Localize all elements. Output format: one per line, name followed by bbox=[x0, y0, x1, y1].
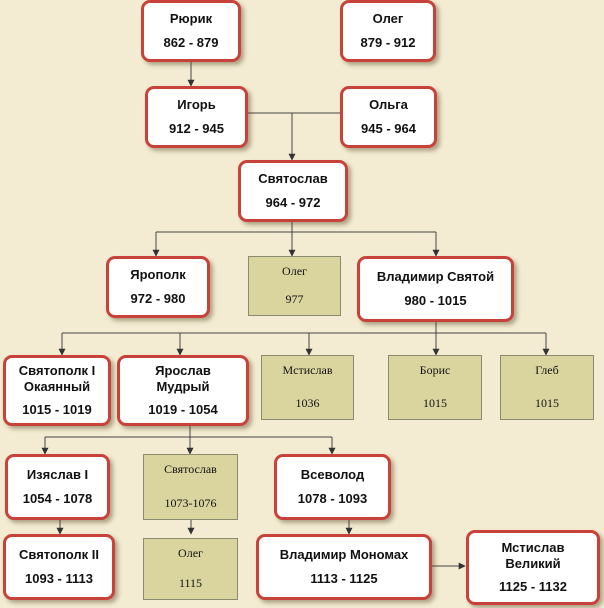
node-name: Святослав bbox=[164, 462, 217, 477]
node-dates: 862 - 879 bbox=[163, 34, 219, 50]
node-name: Игорь bbox=[177, 97, 215, 113]
node-olga: Ольга 945 - 964 bbox=[340, 86, 437, 148]
node-dates: 972 - 980 bbox=[130, 290, 186, 306]
node-name-line: Олег bbox=[282, 264, 307, 278]
node-dates: 945 - 964 bbox=[361, 120, 416, 136]
node-name-line: Святополк I bbox=[18, 362, 96, 378]
node-dates: 1073-1076 bbox=[164, 496, 217, 510]
node-name-line: Владимир Святой bbox=[376, 269, 495, 285]
node-name: Олег bbox=[373, 11, 404, 27]
node-name-line: Мстислав bbox=[501, 539, 565, 555]
node-name-line: Олег bbox=[372, 11, 404, 27]
node-vladimir-monomakh: Владимир Мономах 1113 - 1125 bbox=[256, 534, 432, 600]
node-name: Олег bbox=[178, 546, 203, 561]
connector-parents-svyatoslav bbox=[248, 112, 340, 160]
node-dates: 1125 - 1132 bbox=[499, 579, 567, 595]
node-name: Всеволод bbox=[301, 467, 364, 483]
node-dates: 1015 bbox=[423, 396, 447, 410]
node-svyatoslav-1073: Святослав 1073-1076 bbox=[143, 454, 238, 520]
node-name-line: Святополк II bbox=[19, 547, 99, 563]
node-name-line: Мстислав bbox=[282, 363, 333, 377]
node-dates: 1115 bbox=[178, 576, 203, 590]
node-name: Ольга bbox=[369, 97, 408, 113]
node-dates: 1015 - 1019 bbox=[22, 402, 92, 418]
node-oleg-977: Олег 977 bbox=[248, 256, 341, 316]
node-name-line: Ярослав bbox=[155, 362, 211, 378]
node-mstislav-1036: Мстислав 1036 bbox=[261, 355, 354, 420]
node-izyaslav: Изяслав I 1054 - 1078 bbox=[5, 454, 110, 520]
node-name: Мстислав bbox=[283, 363, 333, 378]
node-name-line: Святослав bbox=[258, 171, 328, 187]
node-dates: 879 - 912 bbox=[360, 34, 416, 50]
node-name-line: Мудрый bbox=[156, 378, 210, 394]
node-name-line: Изяслав I bbox=[26, 467, 89, 483]
node-vladimir-svyatoy: Владимир Святой 980 - 1015 bbox=[357, 256, 514, 322]
node-name-line: Ольга bbox=[369, 97, 408, 113]
node-name: Рюрик bbox=[170, 11, 212, 27]
node-name: Борис bbox=[420, 363, 451, 378]
node-gleb: Глеб 1015 bbox=[500, 355, 594, 420]
node-name: Святослав bbox=[258, 171, 327, 187]
node-name-line: Ярополк bbox=[130, 267, 186, 283]
node-dates: 1093 - 1113 bbox=[25, 570, 93, 586]
node-vsevolod: Всеволод 1078 - 1093 bbox=[274, 454, 391, 520]
node-dates: 1113 - 1125 bbox=[310, 570, 378, 586]
node-name: Владимир Святой bbox=[377, 269, 494, 285]
node-name: Олег bbox=[282, 264, 307, 279]
node-name: Святополк II bbox=[19, 547, 99, 563]
node-svyatoslav: Святослав 964 - 972 bbox=[238, 160, 348, 222]
node-svyatopolk-2: Святополк II 1093 - 1113 bbox=[3, 534, 115, 600]
node-name: Ярополк bbox=[130, 267, 185, 283]
node-name: Глеб bbox=[535, 363, 558, 378]
node-name-line: Великий bbox=[505, 555, 561, 571]
node-name-line: Игорь bbox=[177, 97, 216, 113]
node-dates: 1078 - 1093 bbox=[297, 490, 368, 506]
node-igor: Игорь 912 - 945 bbox=[145, 86, 248, 148]
node-dates: 980 - 1015 bbox=[404, 292, 467, 308]
node-boris: Борис 1015 bbox=[388, 355, 482, 420]
node-dates: 1054 - 1078 bbox=[22, 490, 93, 506]
node-name-line: Всеволод bbox=[300, 467, 365, 483]
node-dates: 1036 bbox=[295, 396, 320, 410]
node-name-line: Рюрик bbox=[169, 11, 213, 27]
node-name: Изяслав I bbox=[27, 467, 88, 483]
node-oleg-prophetic: Олег 879 - 912 bbox=[340, 0, 436, 62]
node-name-line: Олег bbox=[178, 546, 203, 560]
node-name-line: Святослав bbox=[164, 462, 217, 476]
node-oleg-1115: Олег 1115 bbox=[143, 538, 238, 600]
node-dates: 964 - 972 bbox=[265, 194, 321, 210]
node-dates: 1015 bbox=[535, 396, 559, 410]
node-dates: 912 - 945 bbox=[169, 120, 224, 136]
node-ryurik: Рюрик 862 - 879 bbox=[141, 0, 241, 62]
node-name: Владимир Мономах bbox=[280, 547, 409, 563]
node-name-line: Владимир Мономах bbox=[279, 547, 409, 563]
node-name-line: Борис bbox=[419, 363, 451, 377]
node-yaropolk: Ярополк 972 - 980 bbox=[106, 256, 210, 318]
node-name-line: Окаянный bbox=[23, 378, 91, 394]
node-dates: 1019 - 1054 bbox=[148, 402, 218, 418]
node-dates: 977 bbox=[285, 292, 304, 306]
node-name-line: Глеб bbox=[535, 363, 559, 377]
